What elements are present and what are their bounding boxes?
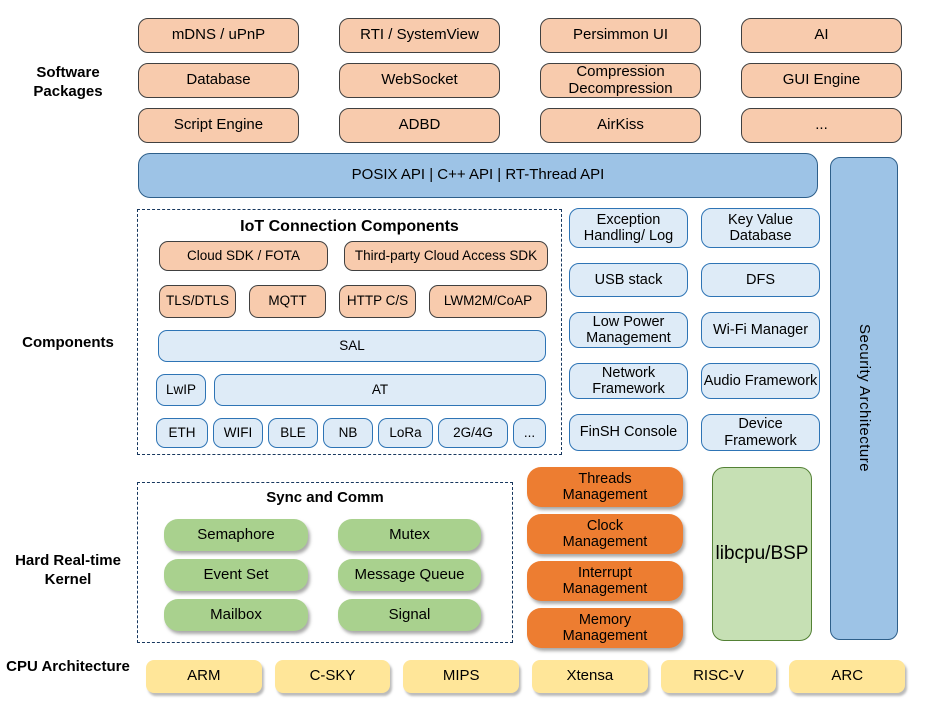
cpu-c-sky: C-SKY [274, 660, 391, 693]
package-script-engine: Script Engine [138, 108, 299, 143]
kernel-threads-management: Threads Management [527, 467, 683, 507]
iot-protocol-row: TLS/DTLS MQTT HTTP C/S LWM2M/CoAP [159, 285, 547, 318]
iot-group-title: IoT Connection Components [240, 218, 459, 235]
component-exception-handling-log: Exception Handling/ Log [569, 208, 688, 248]
package-websocket: WebSocket [339, 63, 500, 98]
kernel-management-column: Threads Management Clock Management Inte… [527, 467, 683, 648]
component-audio-framework: Audio Framework [701, 363, 820, 399]
kernel-message-queue: Message Queue [338, 559, 481, 591]
cpu-mips: MIPS [403, 660, 520, 693]
iot-links-row: ETH WIFI BLE NB LoRa 2G/4G ... [156, 418, 546, 448]
label-components: Components [22, 334, 114, 351]
software-packages-grid: mDNS / uPnP RTI / SystemView Persimmon U… [138, 18, 902, 143]
label-software-packages: Software Packages [33, 64, 103, 100]
kernel-signal: Signal [338, 599, 481, 631]
iot-cloud-sdk-fota: Cloud SDK / FOTA [159, 241, 328, 271]
iot-http-cs: HTTP C/S [339, 285, 416, 318]
sync-and-comm-title: Sync and Comm [266, 489, 384, 506]
iot-thirdparty-cloud-sdk: Third-party Cloud Access SDK [344, 241, 548, 271]
iot-link-nb: NB [323, 418, 373, 448]
iot-lwip: LwIP [156, 374, 206, 406]
component-device-framework: Device Framework [701, 414, 820, 451]
iot-link-ble: BLE [268, 418, 318, 448]
iot-sdk-row: Cloud SDK / FOTA Third-party Cloud Acces… [159, 241, 548, 271]
cpu-arm: ARM [146, 660, 262, 693]
component-key-value-database: Key Value Database [701, 208, 820, 248]
package-persimmon-ui: Persimmon UI [540, 18, 701, 53]
iot-link-wifi: WIFI [213, 418, 263, 448]
package-more: ... [741, 108, 902, 143]
component-dfs: DFS [701, 263, 820, 297]
iot-link-eth: ETH [156, 418, 208, 448]
iot-sal: SAL [158, 330, 546, 362]
kernel-memory-management: Memory Management [527, 608, 683, 648]
cpu-xtensa: Xtensa [532, 660, 648, 693]
cpu-architecture-row: ARM C-SKY MIPS Xtensa RISC-V ARC [146, 660, 906, 693]
kernel-event-set: Event Set [164, 559, 308, 591]
package-gui-engine: GUI Engine [741, 63, 902, 98]
iot-link-more: ... [513, 418, 546, 448]
cpu-arc: ARC [789, 660, 906, 693]
iot-connection-components-group: IoT Connection Components Cloud SDK / FO… [137, 209, 562, 455]
components-grid: Exception Handling/ Log Key Value Databa… [569, 208, 820, 451]
security-architecture-label: Security Architecture [856, 324, 874, 473]
kernel-mailbox: Mailbox [164, 599, 308, 631]
iot-stack-row: LwIP AT [156, 374, 546, 406]
package-ai: AI [741, 18, 902, 53]
label-hard-realtime-kernel: Hard Real-time Kernel [15, 552, 121, 588]
iot-tls-dtls: TLS/DTLS [159, 285, 236, 318]
component-usb-stack: USB stack [569, 263, 688, 297]
kernel-clock-management: Clock Management [527, 514, 683, 554]
security-architecture-bar: Security Architecture [830, 157, 898, 640]
package-airkiss: AirKiss [540, 108, 701, 143]
package-rti-systemview: RTI / SystemView [339, 18, 500, 53]
api-bar: POSIX API | C++ API | RT-Thread API [138, 153, 818, 198]
iot-mqtt: MQTT [249, 285, 326, 318]
package-database: Database [138, 63, 299, 98]
component-network-framework: Network Framework [569, 363, 688, 399]
kernel-mutex: Mutex [338, 519, 481, 551]
iot-lwm2m-coap: LWM2M/CoAP [429, 285, 547, 318]
package-mdns-upnp: mDNS / uPnP [138, 18, 299, 53]
package-compression-decompression: Compression Decompression [540, 63, 701, 98]
iot-link-2g4g: 2G/4G [438, 418, 508, 448]
component-low-power-management: Low Power Management [569, 312, 688, 348]
cpu-risc-v: RISC-V [660, 660, 777, 693]
iot-at: AT [214, 374, 546, 406]
component-finsh-console: FinSH Console [569, 414, 688, 451]
sync-and-comm-group: Sync and Comm Semaphore Mutex Event Set … [137, 482, 513, 643]
component-wifi-manager: Wi-Fi Manager [701, 312, 820, 348]
sync-and-comm-grid: Semaphore Mutex Event Set Message Queue … [164, 519, 481, 631]
iot-link-lora: LoRa [378, 418, 433, 448]
libcpu-bsp-box: libcpu/BSP [712, 467, 812, 641]
kernel-semaphore: Semaphore [164, 519, 308, 551]
package-adbd: ADBD [339, 108, 500, 143]
label-cpu-architecture: CPU Architecture [6, 658, 130, 675]
kernel-interrupt-management: Interrupt Management [527, 561, 683, 601]
